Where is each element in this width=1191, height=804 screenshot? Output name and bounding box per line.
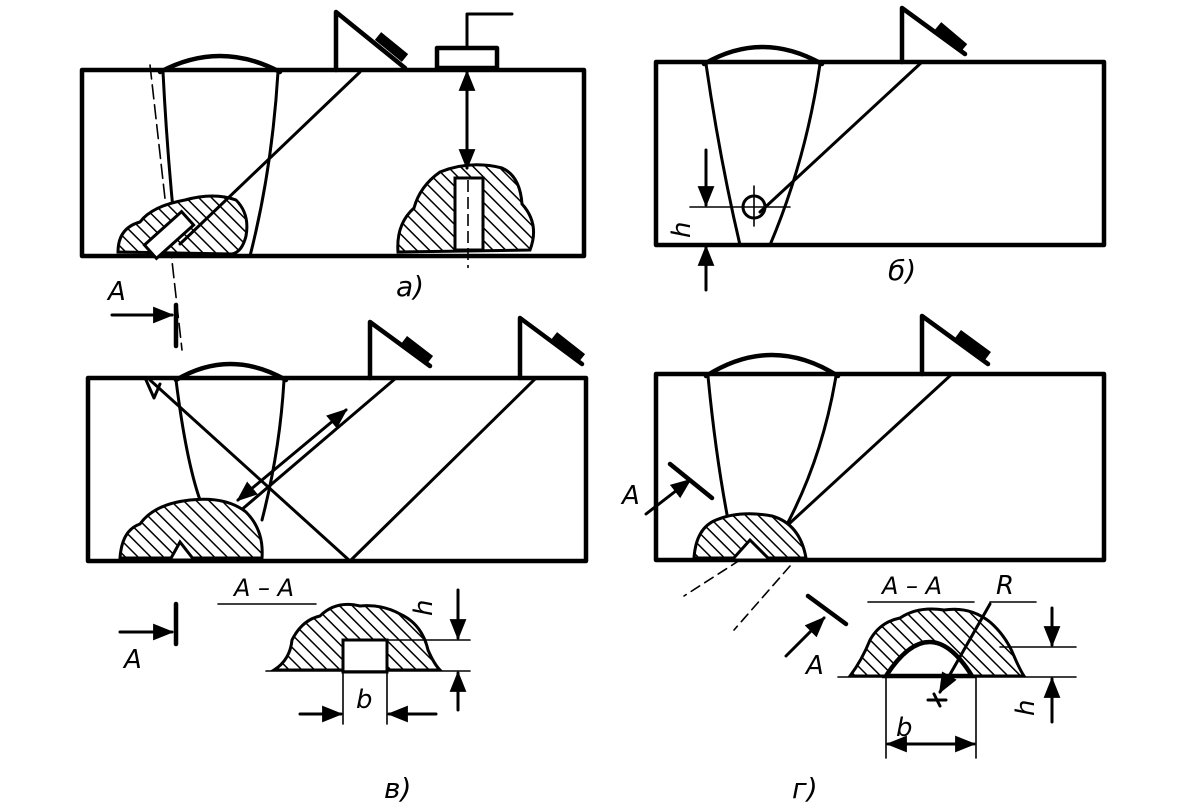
section-tick-d1: [667, 461, 715, 501]
side-drill-reflector-a: [453, 176, 485, 252]
angle-probe-b: [899, 5, 968, 65]
workpiece-plate-a: [79, 67, 587, 259]
workpiece-plate-d: [653, 371, 1107, 563]
flat-reflector-left-a: [142, 209, 196, 261]
dim-h-d: h: [1011, 700, 1041, 716]
angle-probe-crystal-b: [934, 22, 968, 52]
section-mark-d1: A: [620, 481, 640, 511]
panel-label-a: а): [396, 270, 424, 303]
section-semicircle-d: [881, 639, 977, 679]
panel-label-d: г): [792, 772, 818, 804]
beam-path-b: [758, 60, 924, 214]
weld-left-boundary-b: [704, 62, 742, 247]
projection-line-right-d: [733, 565, 791, 631]
weld-left-boundary-c: [174, 378, 202, 502]
weld-right-boundary-d: [782, 374, 838, 532]
dim-b-d: b: [896, 713, 913, 743]
dim-h-b: h: [667, 222, 697, 238]
section-mark-c: A: [122, 645, 142, 675]
section-mark-d2: A: [804, 651, 824, 681]
straight-probe-a: [434, 45, 500, 71]
angle-probe-crystal-a: [374, 32, 409, 62]
angle-probe-crystal-c2: [550, 332, 586, 362]
section-title-d: A – A: [880, 572, 942, 600]
defect-zone-d: [692, 512, 808, 560]
section-notch-c: [341, 638, 389, 674]
angle-probe-crystal-c1: [400, 336, 434, 364]
panel-c: A A – A h b в): [85, 315, 589, 804]
angle-probe-crystal-d: [955, 329, 991, 361]
panel-label-b: б): [888, 254, 916, 287]
weld-crown-d: [703, 352, 841, 379]
weld-crown-b: [701, 44, 825, 67]
angle-probe-c1: [367, 319, 433, 381]
panel-b: h б): [653, 5, 1107, 292]
dim-r-d: R: [996, 571, 1014, 601]
section-mark-a: A: [106, 277, 126, 307]
angle-probe-a: [333, 9, 408, 73]
panel-a: A а): [79, 9, 587, 351]
section-profile-c: [268, 602, 444, 672]
section-arrow-d1: [644, 478, 692, 516]
angle-probe-c2: [517, 315, 585, 381]
angle-probe-d: [919, 313, 991, 377]
probe-cable-a: [465, 12, 514, 50]
dim-h-c: h: [409, 600, 439, 616]
dim-r-leader-d: [938, 602, 992, 694]
beam-path-d: [776, 372, 954, 536]
workpiece-plate-b: [653, 59, 1107, 248]
notch-reflector-c: [167, 539, 198, 562]
beam-second-probe-c: [348, 376, 538, 563]
defect-zone-c: [118, 497, 264, 560]
beam-path-a: [178, 70, 362, 246]
weld-left-boundary-d: [706, 374, 732, 532]
panel-d: A A A – A R h b г): [620, 313, 1107, 804]
section-title-c: A – A: [232, 574, 294, 602]
panel-label-c: в): [384, 772, 411, 804]
notch-reflector-d: [728, 537, 774, 562]
projection-line-left-d: [683, 559, 741, 597]
section-arrow-d2: [784, 616, 826, 658]
weld-right-boundary-b: [768, 62, 822, 247]
beam-echo-arrow-c: [236, 408, 348, 502]
dim-b-c: b: [356, 685, 373, 715]
weld-crown-a: [157, 53, 283, 75]
workpiece-plate-c: [85, 375, 589, 564]
section-tick-d2: [805, 593, 849, 627]
weld-crown-c: [173, 361, 289, 383]
weld-right-boundary-a: [248, 70, 280, 258]
